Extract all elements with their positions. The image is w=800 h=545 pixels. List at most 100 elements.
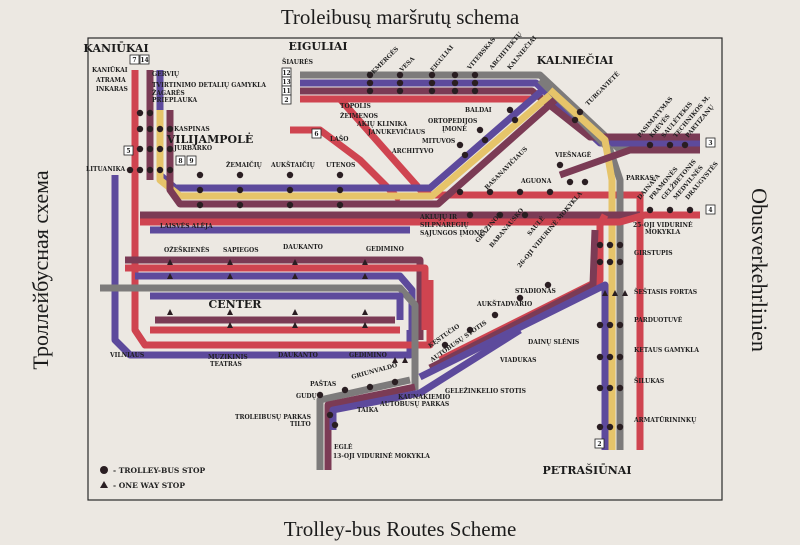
route-line-red: [140, 211, 700, 226]
route-number-box: [705, 137, 716, 148]
trolley-bus-stop: [596, 384, 604, 392]
trolley-bus-stop: [476, 126, 484, 134]
one-way-stop: [167, 309, 173, 315]
trolley-bus-stop: [596, 353, 604, 361]
route-number: 6: [314, 131, 318, 138]
route-number-box: [186, 155, 197, 166]
route-number: 9: [189, 158, 193, 165]
station-label: VILNIAUS: [109, 352, 144, 359]
route-number-box: [281, 94, 292, 105]
trolley-bus-stop: [428, 87, 436, 95]
one-way-stop: [167, 259, 173, 265]
station-label: TAIKA: [357, 407, 379, 414]
trolley-bus-stop: [646, 141, 654, 149]
one-way-stop: [362, 322, 368, 328]
trolley-bus-stop: [471, 79, 479, 87]
trolley-bus-stop: [396, 87, 404, 95]
trolley-bus-stop: [146, 109, 154, 117]
one-way-stop: [292, 259, 298, 265]
trolley-bus-stop: [521, 211, 529, 219]
one-way-stop: [362, 259, 368, 265]
route-number: 5: [126, 148, 130, 155]
trolley-bus-stop: [196, 201, 204, 209]
station-label: SAPIEGOS: [223, 247, 259, 254]
route-line-maroon: [125, 256, 424, 340]
station-label: DAINŲ SLĖNIS: [528, 339, 579, 346]
trolley-bus-stop: [396, 71, 404, 79]
trolley-bus-stop: [156, 166, 164, 174]
station-label: 25-OJI VIDURINĖ: [633, 222, 693, 229]
station-label: AUKŠTADVARIO: [476, 300, 532, 308]
trolley-bus-stop: [336, 186, 344, 194]
one-way-stop: [227, 309, 233, 315]
legend: - TROLLEY-BUS STOP - ONE WAY STOP: [100, 466, 205, 490]
station-label: KETAUS GAMYKLA: [634, 347, 699, 354]
station-label: ORTOPEDIJOS: [428, 118, 477, 125]
trolley-bus-stop: [146, 145, 154, 153]
station-label: DAUKANTO: [278, 352, 318, 359]
trolley-bus-stop: [428, 71, 436, 79]
station-label: KAUNAKIEMIO: [398, 394, 450, 401]
trolley-bus-stop: [491, 311, 499, 319]
trolley-bus-stop: [581, 178, 589, 186]
route-number: 4: [708, 207, 712, 214]
route-line-red: [290, 126, 403, 203]
trolley-bus-stop: [606, 241, 614, 249]
trolley-bus-stop: [136, 125, 144, 133]
station-label: ARMATŪRININKŲ: [633, 417, 697, 424]
route-line-red: [125, 264, 429, 330]
station-label: ŠIAURĖS: [282, 58, 313, 66]
trolley-bus-stop: [136, 166, 144, 174]
station-label: MITUVOS: [422, 138, 455, 145]
trolley-bus-stop: [196, 171, 204, 179]
trolley-bus-stop: [471, 87, 479, 95]
route-line-maroon: [324, 383, 416, 470]
trolley-bus-stop: [544, 281, 552, 289]
route-number: 13: [282, 79, 290, 86]
one-way-triangle-icon: [100, 481, 108, 488]
trolley-bus-stop: [666, 206, 674, 214]
trolley-bus-stop: [366, 79, 374, 87]
trolley-bus-stop: [681, 141, 689, 149]
one-way-stop: [227, 259, 233, 265]
route-number: 2: [597, 441, 601, 448]
legend-one-way: - ONE WAY STOP: [113, 481, 185, 490]
trolley-bus-stop: [236, 201, 244, 209]
station-label: ĮMONĖ: [442, 126, 467, 133]
station-label: PRIEPLAUKA: [152, 97, 197, 104]
one-way-stop: [362, 273, 368, 279]
route-lines: [100, 70, 700, 470]
one-way-stop: [292, 273, 298, 279]
station-label: LAŠO: [330, 135, 348, 143]
station-label: GELEŽINKELIO STOTIS: [445, 387, 526, 395]
station-label: ŽEIMENOS: [340, 112, 378, 120]
district-heading: VILIJAMPOLĖ: [166, 132, 253, 146]
station-label: ATRAMA: [95, 77, 126, 84]
trolley-bus-stop: [366, 87, 374, 95]
district-heading: KALNIEČIAI: [537, 53, 614, 67]
trolley-bus-stop: [146, 166, 154, 174]
one-way-stop: [167, 273, 173, 279]
station-label: AKIŲ KLINIKA: [356, 121, 408, 128]
trolley-bus-stop: [546, 188, 554, 196]
trolley-bus-stop: [616, 321, 624, 329]
trolley-bus-stop: [126, 166, 134, 174]
station-label: AUTOBUSŲ PARKAS: [379, 401, 449, 408]
trolley-bus-stop: [596, 321, 604, 329]
trolley-bus-stop: [366, 71, 374, 79]
station-label: KANIŪKAI: [92, 67, 128, 74]
station-label: AGUONA: [520, 178, 552, 185]
side-title-left: Троллейбусная схема: [28, 170, 53, 370]
trolley-bus-stop: [336, 201, 344, 209]
station-label: PARKAS: [626, 175, 654, 182]
one-way-stop: [622, 290, 628, 296]
station-label: VIEŠNAGĖ: [554, 151, 592, 159]
station-label: INKARAS: [96, 86, 128, 93]
station-label: ŠEŠTASIS FORTAS: [634, 288, 697, 296]
trolley-bus-stop: [326, 411, 334, 419]
trolley-bus-stop: [516, 188, 524, 196]
trolley-bus-stop: [596, 241, 604, 249]
station-label: JANUKEVIČIAUS: [367, 128, 425, 136]
station-label: GERVIŲ: [152, 71, 180, 78]
trolley-bus-stop: [486, 188, 494, 196]
